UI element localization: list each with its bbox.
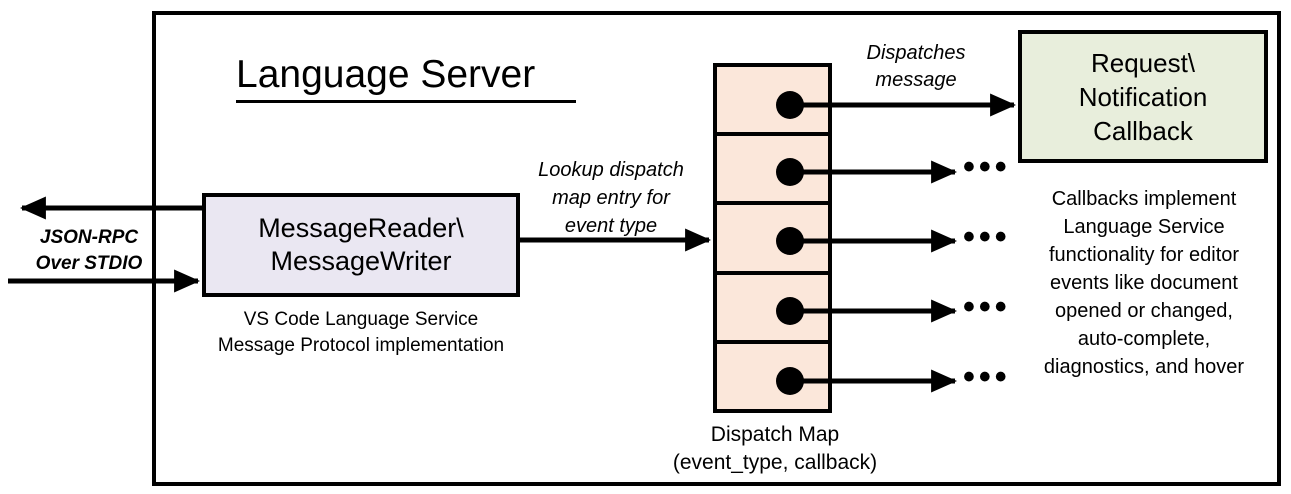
callback-caption-line7: diagnostics, and hover bbox=[1043, 356, 1245, 378]
callback-caption-line3: functionality for editor bbox=[1048, 244, 1240, 266]
ellipsis-marker: ••• bbox=[963, 148, 1011, 186]
dispatch-map-table[interactable] bbox=[713, 63, 832, 413]
message-box-caption: VS Code Language Service Message Protoco… bbox=[196, 307, 526, 359]
ellipsis-marker: ••• bbox=[963, 358, 1011, 396]
message-box-line1: MessageReader\ bbox=[258, 213, 464, 243]
ellipsis-marker: ••• bbox=[963, 218, 1011, 256]
callback-box-caption: Callbacks implement Language Service fun… bbox=[1004, 185, 1284, 381]
dispatch-map-caption: Dispatch Map (event_type, callback) bbox=[640, 421, 910, 477]
callback-caption-line6: auto-complete, bbox=[1077, 328, 1211, 350]
dispatch-map-row[interactable] bbox=[717, 205, 828, 275]
dispatch-map-row[interactable] bbox=[717, 275, 828, 344]
jsonrpc-label-line2: Over STDIO bbox=[35, 253, 143, 274]
callback-box-line1: Request\ bbox=[1090, 47, 1196, 78]
jsonrpc-stdio-label: JSON-RPC Over STDIO bbox=[14, 225, 164, 277]
message-box-line2: MessageWriter bbox=[270, 246, 452, 276]
lookup-label-line3: event type bbox=[564, 215, 658, 237]
dispatches-message-label: Dispatches message bbox=[836, 40, 996, 94]
callback-box-line3: Callback bbox=[1093, 115, 1193, 146]
message-caption-line2: Message Protocol implementation bbox=[217, 335, 505, 356]
language-server-frame bbox=[152, 11, 1281, 486]
callback-caption-line5: opened or changed, bbox=[1055, 300, 1233, 322]
dispatch-map-row[interactable] bbox=[717, 67, 828, 137]
message-caption-line1: VS Code Language Service bbox=[243, 309, 479, 330]
message-reader-writer-box[interactable]: MessageReader\ MessageWriter bbox=[202, 193, 520, 297]
dispatch-map-row[interactable] bbox=[717, 344, 828, 409]
dispatch-map-caption-line2: (event_type, callback) bbox=[672, 451, 878, 474]
callback-caption-line1: Callbacks implement bbox=[1051, 188, 1237, 210]
page-title: Language Server bbox=[236, 52, 576, 103]
callback-box-line2: Notification bbox=[1078, 81, 1208, 112]
dispatches-label-line1: Dispatches bbox=[866, 42, 966, 64]
jsonrpc-label-line1: JSON-RPC bbox=[39, 227, 139, 248]
lookup-dispatch-label: Lookup dispatch map entry for event type bbox=[516, 156, 706, 240]
lookup-label-line2: map entry for bbox=[552, 187, 670, 209]
lookup-label-line1: Lookup dispatch bbox=[538, 159, 684, 181]
request-notification-callback-box[interactable]: Request\ Notification Callback bbox=[1018, 30, 1268, 163]
callback-caption-line2: Language Service bbox=[1063, 216, 1225, 238]
ellipsis-marker: ••• bbox=[963, 288, 1011, 326]
dispatches-label-line2: message bbox=[875, 69, 957, 91]
dispatch-map-caption-line1: Dispatch Map bbox=[710, 423, 840, 446]
callback-caption-line4: events like document bbox=[1050, 272, 1238, 294]
dispatch-map-row[interactable] bbox=[717, 136, 828, 206]
